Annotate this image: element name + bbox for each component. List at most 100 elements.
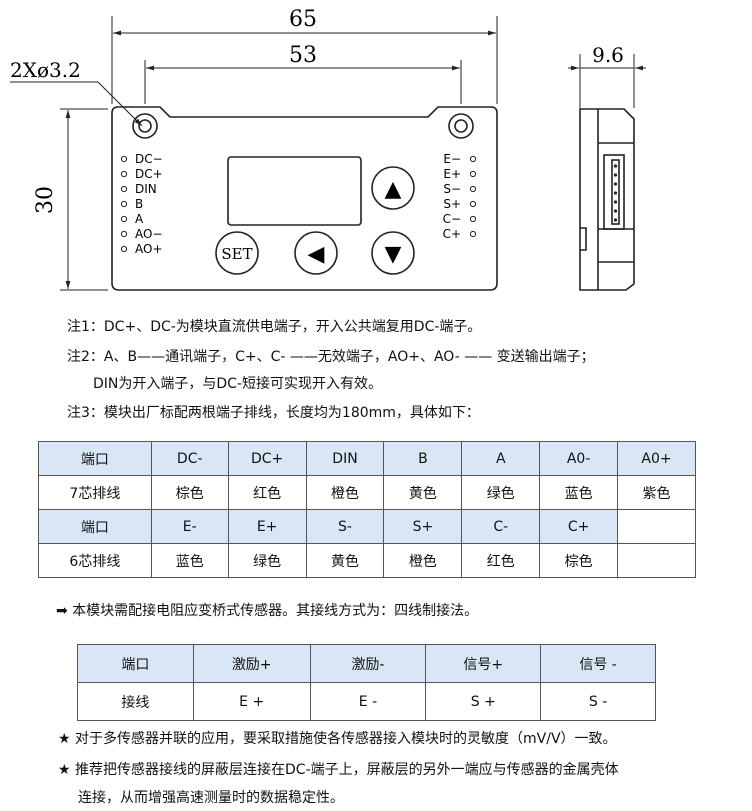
- left-terminal-label: AO−: [135, 227, 163, 241]
- table-cell: A0+: [617, 441, 696, 476]
- right-terminal-label: S+: [443, 197, 461, 211]
- table-cell: 端口: [38, 509, 152, 544]
- table-cell: [617, 509, 696, 544]
- terminal-dot: [120, 215, 128, 223]
- table-cell: 橙色: [305, 475, 385, 510]
- terminal-dot: [469, 155, 477, 163]
- table-cell: E +: [192, 682, 311, 721]
- table-cell: 端口: [38, 441, 152, 476]
- left-button[interactable]: [294, 231, 338, 275]
- right-terminal-list: E−E+S−S+C−C+: [443, 152, 477, 241]
- set-button-label: SET: [221, 245, 252, 263]
- table-cell: 端口: [77, 644, 194, 683]
- sensor-note-text: 本模块需配接电阻应变桥式传感器。其接线方式为：四线制接法。: [72, 603, 479, 619]
- star-icon: ★: [58, 731, 71, 747]
- terminal-dot: [469, 170, 477, 178]
- table-cell: 橙色: [383, 543, 463, 578]
- left-terminal-label: DC−: [135, 152, 163, 166]
- set-button[interactable]: [215, 231, 259, 275]
- right-terminal-label: S−: [443, 182, 461, 196]
- table-cell: 蓝色: [539, 475, 619, 510]
- sensor-note: ➡ 本模块需配接电阻应变桥式传感器。其接线方式为：四线制接法。: [56, 601, 478, 621]
- terminal-dot: [469, 200, 477, 208]
- left-terminal-label: DC+: [135, 167, 163, 181]
- table-cell: S -: [540, 682, 656, 721]
- up-arrow-icon: ▲: [385, 177, 402, 202]
- table-cell: A: [461, 441, 541, 476]
- table-cell: S +: [425, 682, 542, 721]
- table-cell: DIN: [305, 441, 385, 476]
- table-cell: 7芯排线: [38, 475, 152, 510]
- table-cell: DC+: [227, 441, 307, 476]
- terminal-dot: [120, 230, 128, 238]
- table-cell: 红色: [461, 543, 541, 578]
- terminal-dot: [120, 200, 128, 208]
- table-cell: 棕色: [539, 543, 619, 578]
- note-1: 注1：DC+、DC-为模块直流供电端子，开入公共端复用DC-端子。: [67, 319, 482, 335]
- terminal-dot: [469, 185, 477, 193]
- terminal-dot: [120, 245, 128, 253]
- right-terminal-label: C+: [443, 227, 461, 241]
- right-terminal-label: E+: [443, 167, 461, 181]
- terminal-dot: [120, 170, 128, 178]
- table-cell: B: [383, 441, 463, 476]
- table-cell: 紫色: [617, 475, 696, 510]
- dim-hole-spacing: 53: [289, 43, 317, 68]
- table-cell: 激励-: [309, 644, 427, 683]
- right-terminal-label: E−: [443, 152, 461, 166]
- tip-2-continued: 连接，从而增强高速测量时的数据稳定性。: [78, 790, 344, 806]
- table-cell: S-: [305, 509, 385, 544]
- note-3: 注3：模块出厂标配两根端子排线，长度均为180mm，具体如下：: [67, 405, 480, 421]
- dim-total-width: 65: [289, 7, 317, 32]
- table-cell: 激励+: [192, 644, 311, 683]
- table-cell: E-: [150, 509, 229, 544]
- star-icon: ★: [58, 762, 71, 778]
- table-cell: C-: [461, 509, 541, 544]
- table-cell: E+: [227, 509, 307, 544]
- dim-hole-spec: 2Xø3.2: [10, 58, 81, 82]
- tip-2: ★ 推荐把传感器接线的屏蔽层连接在DC-端子上，屏蔽层的另外一端应与传感器的金属…: [58, 760, 619, 780]
- table-cell: C+: [539, 509, 619, 544]
- note-2-continued: DIN为开入端子，与DC-短接可实现开入有效。: [93, 376, 382, 392]
- left-arrow-icon: ◀: [308, 242, 325, 267]
- dim-height: 30: [33, 186, 58, 214]
- arrow-right-icon: ➡: [56, 603, 68, 619]
- left-terminal-label: AO+: [135, 242, 163, 256]
- table-cell: DC-: [150, 441, 229, 476]
- table-cell: 黄色: [305, 543, 385, 578]
- up-button[interactable]: [371, 166, 415, 210]
- table-cell: A0-: [539, 441, 619, 476]
- table-cell: 绿色: [227, 543, 307, 578]
- right-terminal-label: C−: [443, 212, 461, 226]
- terminal-dot: [469, 230, 477, 238]
- tip-2-text: 推荐把传感器接线的屏蔽层连接在DC-端子上，屏蔽层的另外一端应与传感器的金属壳体: [75, 762, 619, 778]
- tip-1: ★ 对于多传感器并联的应用，要采取措施使各传感器接入模块时的灵敏度（mV/V）一…: [58, 729, 617, 749]
- left-terminal-label: A: [135, 212, 144, 226]
- table-row: 端口激励+激励-信号+信号 -: [77, 644, 656, 683]
- down-button[interactable]: [371, 231, 415, 275]
- table-cell: 棕色: [150, 475, 229, 510]
- table-cell: S+: [383, 509, 463, 544]
- table-cell: 黄色: [383, 475, 463, 510]
- table-cell: 蓝色: [150, 543, 229, 578]
- down-arrow-icon: ▼: [385, 242, 402, 267]
- terminal-dot: [120, 185, 128, 193]
- table-cell: 接线: [77, 682, 194, 721]
- left-terminal-label: DIN: [135, 182, 157, 196]
- left-terminal-label: B: [135, 197, 143, 211]
- table-cell: 信号 -: [540, 644, 656, 683]
- table-cell: [617, 543, 696, 578]
- side-connector-pins: [613, 164, 618, 222]
- tip-1-text: 对于多传感器并联的应用，要采取措施使各传感器接入模块时的灵敏度（mV/V）一致。: [75, 731, 617, 747]
- terminal-dot: [469, 215, 477, 223]
- table-cell: 绿色: [461, 475, 541, 510]
- table-row: 6芯排线蓝色绿色黄色橙色红色棕色: [38, 543, 696, 578]
- dim-depth: 9.6: [592, 43, 624, 67]
- side-view: [579, 108, 635, 291]
